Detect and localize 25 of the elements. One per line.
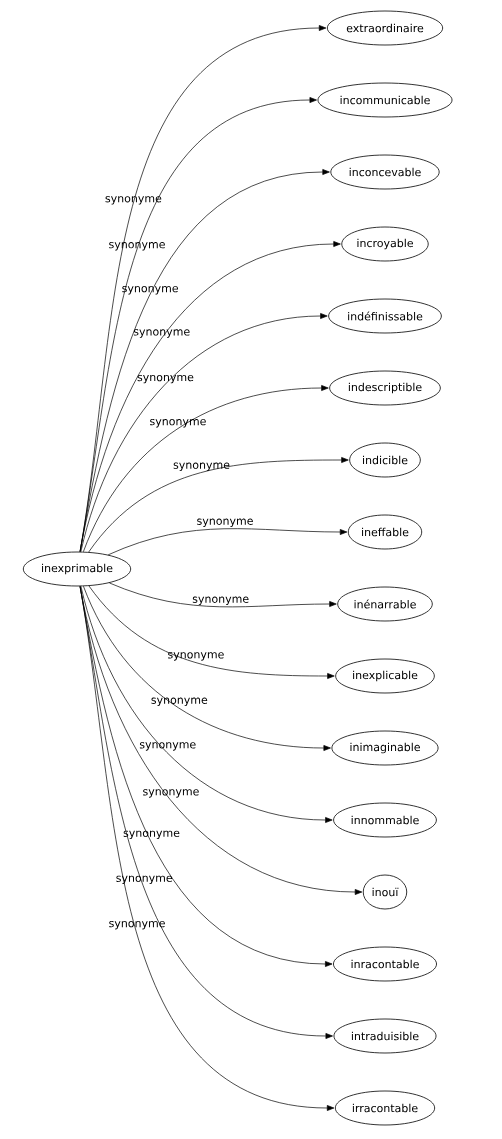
arrow	[83, 585, 331, 751]
arrow	[109, 582, 337, 608]
edge-label: synonyme	[105, 196, 162, 205]
arrow	[88, 457, 349, 553]
edge-label: synonyme	[168, 652, 224, 661]
edge-label: synonyme	[139, 742, 196, 751]
edge-label: synonyme	[143, 789, 199, 798]
edge-label: synonyme	[151, 697, 208, 707]
edge-label: synonyme	[109, 921, 165, 930]
edge-label: synonyme	[150, 419, 206, 428]
edge-label: synonyme	[192, 596, 249, 606]
edge-label: synonyme	[137, 374, 194, 384]
arrow	[83, 385, 329, 553]
arrow	[88, 585, 335, 679]
edge-label: synonyme	[109, 242, 165, 251]
edge-label: synonyme	[197, 518, 253, 528]
edge-label: synonyme	[116, 875, 173, 885]
edge-label: synonyme	[133, 329, 190, 338]
arrow	[107, 528, 348, 556]
edge-label: synonyme	[123, 830, 180, 840]
arrow	[79, 241, 341, 552]
arrow	[80, 313, 328, 552]
arrow	[80, 586, 333, 823]
edge-label: synonyme	[173, 462, 230, 471]
edge-label: synonyme	[122, 286, 178, 295]
